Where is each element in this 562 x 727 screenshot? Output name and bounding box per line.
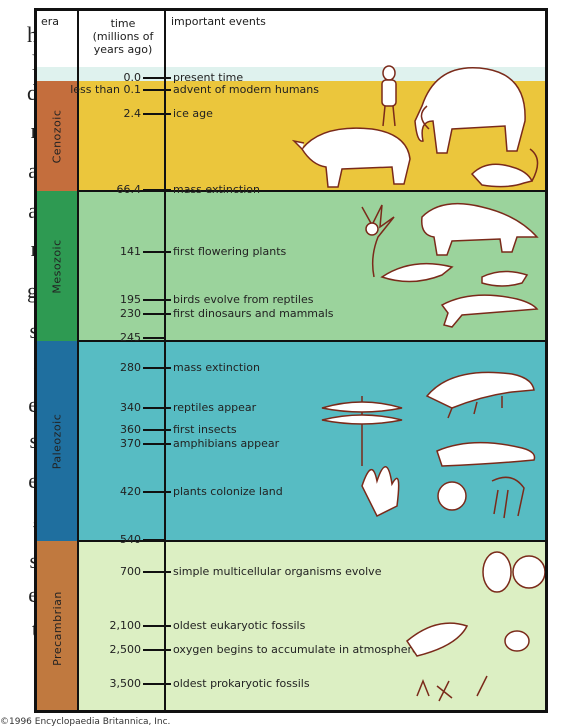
time-label: 700 — [37, 565, 141, 578]
time-tick — [143, 571, 171, 573]
time-label: 420 — [37, 485, 141, 498]
time-label: 2.4 — [37, 107, 141, 120]
time-tick — [143, 313, 171, 315]
time-label: 3,500 — [37, 677, 141, 690]
time-label: 66.4 — [37, 183, 141, 196]
time-label: 360 — [37, 423, 141, 436]
time-tick — [143, 367, 171, 369]
event-label: first flowering plants — [173, 245, 286, 258]
time-tick — [143, 429, 171, 431]
time-tick — [143, 649, 171, 651]
time-tick — [143, 113, 171, 115]
event-label: simple multicellular organisms evolve — [173, 565, 381, 578]
dinosaur-and-plants-illustration — [342, 197, 542, 337]
time-tick — [143, 491, 171, 493]
boundary-line-mesozoic-paleozoic — [77, 340, 548, 342]
time-header-line-2: (millions of — [85, 30, 161, 43]
event-label: oldest prokaryotic fossils — [173, 677, 310, 690]
time-tick — [143, 443, 171, 445]
event-label: first dinosaurs and mammals — [173, 307, 334, 320]
event-label: advent of modern humans — [173, 83, 319, 96]
era-cell-cenozoic: Cenozoic — [37, 81, 77, 191]
timeline-axis — [164, 11, 166, 710]
time-tick — [143, 625, 171, 627]
time-label: 2,100 — [37, 619, 141, 632]
time-tick — [143, 189, 171, 191]
time-column-header: time (millions of years ago) — [85, 17, 161, 56]
event-label: mass extinction — [173, 183, 260, 196]
time-header-line-1: time — [85, 17, 161, 30]
event-label: oldest eukaryotic fossils — [173, 619, 305, 632]
time-label: 245 — [37, 331, 141, 344]
event-label: birds evolve from reptiles — [173, 293, 313, 306]
time-label: 340 — [37, 401, 141, 414]
copyright-notice: ©1996 Encyclopaedia Britannica, Inc. — [0, 717, 170, 727]
time-tick — [143, 299, 171, 301]
time-label: 230 — [37, 307, 141, 320]
events-column-header: important events — [171, 15, 266, 28]
geologic-time-chart: era time (millions of years ago) importa… — [34, 8, 548, 713]
time-label: 195 — [37, 293, 141, 306]
time-header-line-3: years ago) — [85, 43, 161, 56]
time-tick — [143, 539, 165, 541]
time-label: 280 — [37, 361, 141, 374]
time-tick — [143, 407, 171, 409]
time-label: 141 — [37, 245, 141, 258]
time-label: 540 — [37, 533, 141, 546]
time-tick — [143, 683, 171, 685]
time-tick — [143, 251, 171, 253]
time-label: 370 — [37, 437, 141, 450]
rhinoceros-and-mammal-illustration — [292, 119, 542, 199]
time-tick — [143, 77, 171, 79]
time-tick — [143, 89, 171, 91]
time-label: less than 0.1 — [37, 83, 141, 96]
time-tick — [143, 337, 165, 339]
time-label: 2,500 — [37, 643, 141, 656]
early-life-fossils-illustration — [367, 546, 547, 713]
event-label: ice age — [173, 107, 213, 120]
insect-reptile-amphibian-illustration — [212, 356, 542, 531]
era-column-header: era — [41, 15, 59, 28]
